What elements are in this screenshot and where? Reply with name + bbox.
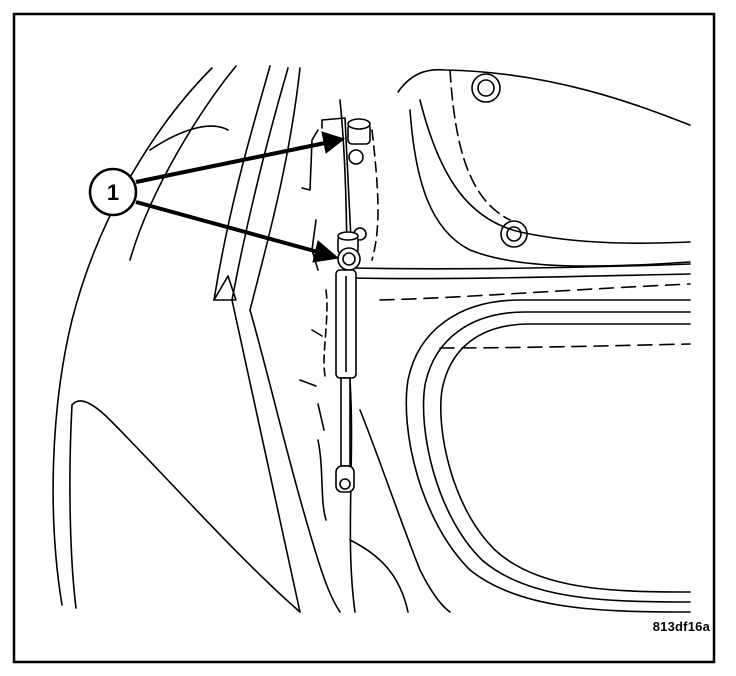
body-plugs <box>471 73 528 248</box>
callout-leaders <box>135 131 346 263</box>
upper-ball-stud <box>347 118 371 165</box>
callout-1-number: 1 <box>107 180 119 205</box>
callout-1-circle <box>88 167 138 217</box>
support-strut <box>335 227 367 493</box>
figure-border <box>12 12 716 664</box>
body-outline-lines <box>52 65 691 613</box>
figure-code: 813df16a <box>652 619 710 634</box>
